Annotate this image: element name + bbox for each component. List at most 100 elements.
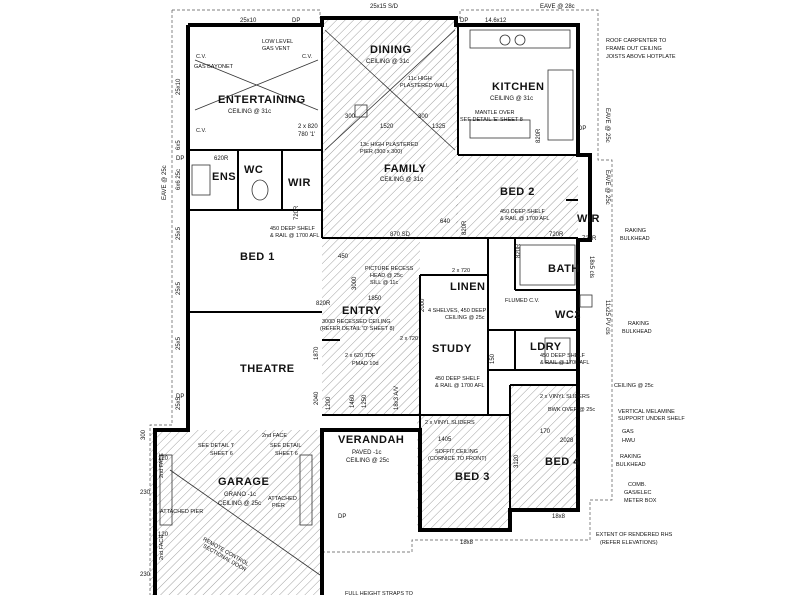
plan-notes: LOW LEVEL GAS VENT GAS BAYONET C.V. C.V.…	[159, 38, 685, 597]
dim-dp-1: DP	[292, 18, 300, 24]
note-recessed: 300D RECESSED CEILING	[322, 319, 390, 325]
note-mantle: MANTLE OVER	[475, 110, 514, 116]
dim-eave-right2: EAVE @ 25c	[604, 170, 610, 205]
note-window-620: 2 x 620 TDF	[345, 353, 376, 359]
note-extent-2: (REFER ELEVATIONS)	[600, 540, 658, 546]
bed1-label: BED 1	[240, 251, 275, 263]
dim-300b: 300	[418, 114, 429, 120]
wir2-label: WIR	[577, 213, 600, 225]
note-detail-1b: SHEET 6	[210, 451, 233, 457]
note-pier-2: PIER (300 x 300)	[360, 149, 402, 155]
kitchen-label: KITCHEN	[492, 81, 544, 93]
note-attached-pier-l: ATTACHED PIER	[160, 509, 203, 515]
note-meter: COMB.	[628, 482, 647, 488]
note-cv-3: C.V.	[196, 128, 207, 134]
note-2nd-face-b: 2nd FACE	[159, 453, 165, 478]
dim-230-a: 230	[140, 490, 151, 496]
note-high-wall: 11c HIGH	[408, 76, 432, 82]
note-raking-2b: BULKHEAD	[622, 329, 652, 335]
note-gas-bayonet: GAS BAYONET	[194, 64, 234, 70]
dim-640: 640	[440, 219, 451, 225]
dim-25x10-l: 25x10	[176, 78, 182, 95]
entertaining-label: ENTERTAINING	[218, 94, 306, 106]
note-2nd-face-c: 2nd FACE	[159, 535, 165, 560]
note-cv-2: C.V.	[302, 54, 313, 60]
entry-label: ENTRY	[342, 305, 382, 317]
note-window-720: 2 x 720	[452, 268, 470, 274]
exterior-walls	[153, 16, 592, 595]
note-hwu: HWU	[622, 438, 635, 444]
note-vinyl-b: 2 x VINYL SLIDERS	[425, 420, 475, 426]
dim-25x5-d: 25x5	[176, 396, 182, 410]
dim-120-b: 120	[158, 532, 169, 538]
dim-820r-c: 820R	[536, 128, 542, 143]
note-2nd-face-a: 2nd FACE	[262, 433, 287, 439]
ens-label: ENS	[212, 171, 236, 183]
dining-label: DINING	[370, 44, 412, 56]
study-label: STUDY	[432, 343, 472, 355]
note-detail-1: SEE DETAIL 'I'	[198, 443, 234, 449]
dim-6x6: 6x6 25c	[176, 169, 182, 190]
dim-720r-a: 720R	[294, 205, 300, 220]
garage-floor: GRANO -1c	[224, 492, 256, 498]
note-vinyl-a: 2 x VINYL SLIDERS	[540, 394, 590, 400]
note-raking-2: RAKING	[628, 321, 649, 327]
note-attached-pier-r2: PIER	[272, 503, 285, 509]
note-ldry-shelf-2: & RAIL @ 1700 AFL	[540, 360, 589, 366]
dim-3120: 3120	[514, 454, 520, 468]
verandah-ceiling: CEILING @ 25c	[346, 458, 389, 464]
note-attached-pier-r: ATTACHED	[268, 496, 297, 502]
bath-label: BATH	[548, 263, 580, 275]
dim-dp-2: DP	[460, 18, 468, 24]
dim-dp-3: DP	[578, 126, 586, 132]
note-extent: EXTENT OF RENDERED RHS	[596, 532, 673, 538]
note-bwk: BWK OVER @ 25c	[548, 407, 595, 413]
dim-300v: 300	[141, 429, 147, 440]
note-meter-2: GAS/ELEC	[624, 490, 652, 496]
family-label: FAMILY	[384, 163, 426, 175]
dim-820r-b: 820R	[316, 301, 331, 307]
note-full-height: FULL HEIGHT STRAPS TO	[345, 591, 414, 597]
note-shelf-bed2-2: & RAIL @ 1700 AFL	[500, 216, 549, 222]
dim-170: 170	[540, 429, 551, 435]
dim-720r-c: 720R	[582, 236, 597, 242]
dim-18x3: 18x3 A/V	[394, 386, 400, 410]
note-cv-1: C.V.	[196, 54, 207, 60]
dim-1870: 1870	[314, 346, 320, 360]
garage-ceiling: CEILING @ 25c	[218, 501, 261, 507]
garage-label: GARAGE	[218, 476, 269, 488]
bed2-label: BED 2	[500, 186, 535, 198]
dim-780: 780 '1'	[298, 132, 315, 138]
interior-walls	[188, 25, 578, 510]
dim-820r-a: 820R	[462, 220, 468, 235]
dim-1460: 1460	[350, 394, 356, 408]
room-labels: DINING CEILING @ 31c ENTERTAINING CEILIN…	[212, 44, 600, 507]
dim-2x820: 2 x 820	[298, 124, 318, 130]
fixtures	[159, 29, 593, 576]
dim-eave-top: EAVE @ 28c	[540, 4, 575, 10]
note-ldry-shelf: 450 DEEP SHELF	[540, 353, 585, 359]
dim-720r-b: 720R	[549, 232, 564, 238]
dim-2028: 2028	[560, 438, 574, 444]
dim-1520: 1520	[380, 124, 394, 130]
dim-11x25: 11x25 PV cls	[604, 300, 610, 335]
note-roof-carpenter-3: JOISTS ABOVE HOTPLATE	[606, 54, 676, 60]
kitchen-ceiling: CEILING @ 31c	[490, 96, 533, 102]
note-raking-3: RAKING	[620, 454, 641, 460]
dim-top-25x15: 25x15 S/D	[370, 4, 399, 10]
bed3-label: BED 3	[455, 471, 490, 483]
note-gas-vent-2: GAS VENT	[262, 46, 290, 52]
theatre-label: THEATRE	[240, 363, 295, 375]
dim-3000: 3000	[352, 276, 358, 290]
note-pmad: PMAD 10d	[352, 361, 379, 367]
note-flumed: FLUMED C.V.	[505, 298, 540, 304]
dim-1250: 1250	[362, 394, 368, 408]
dim-300a: 300	[345, 114, 356, 120]
note-raking-3b: BULKHEAD	[616, 462, 646, 468]
dim-6x5: 6x5	[176, 140, 182, 150]
note-shelf-bed1-2: & RAIL @ 1700 AFL	[270, 233, 319, 239]
note-study-shelf: 450 DEEP SHELF	[435, 376, 480, 382]
dim-25x5-c: 25x5	[176, 336, 182, 350]
note-study-shelf-2: & RAIL @ 1700 AFL	[435, 383, 484, 389]
ldry-label: LDRY	[530, 341, 562, 353]
